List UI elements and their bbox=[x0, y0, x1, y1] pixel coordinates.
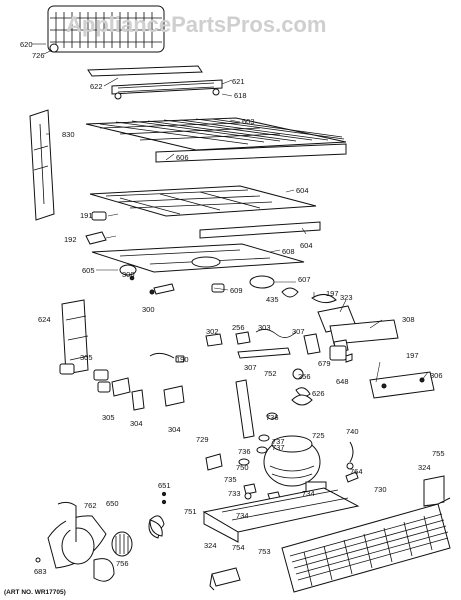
callout-label: 752 bbox=[264, 369, 277, 378]
condenser-coil bbox=[281, 503, 451, 593]
relay-blocks bbox=[59, 363, 185, 411]
callout-label: 735 bbox=[224, 475, 237, 484]
callout-label: 725 bbox=[312, 431, 325, 440]
cord-clip bbox=[291, 394, 313, 406]
callout-label: 679 bbox=[318, 359, 331, 368]
watermark: AppliancePartsPros.com bbox=[66, 12, 326, 37]
callout-label: 435 bbox=[266, 295, 279, 304]
art-number: (ART NO. WR17705) bbox=[4, 589, 66, 596]
fan-parts bbox=[249, 275, 337, 304]
callout-label: 648 bbox=[336, 377, 349, 386]
callout-label: 604 bbox=[296, 186, 309, 195]
callout-label: 756 bbox=[116, 559, 129, 568]
callout-label: 620 bbox=[20, 40, 33, 49]
relay-box bbox=[205, 453, 223, 471]
callout-label: 606 bbox=[176, 153, 189, 162]
drain-trough bbox=[119, 264, 137, 276]
callout-label: 307 bbox=[244, 363, 257, 372]
side-duct bbox=[29, 109, 55, 221]
callout-label: 324 bbox=[418, 463, 431, 472]
leveling-bracket-left bbox=[209, 567, 241, 591]
callout-label: 304 bbox=[130, 419, 143, 428]
callout-label: 740 bbox=[346, 427, 359, 436]
callout-label: 191 bbox=[80, 211, 93, 220]
callout-label: 302 bbox=[206, 327, 219, 336]
callouts: 620 726 622 621 618 603 830 606 604 191 … bbox=[20, 40, 445, 576]
callout-label: 830 bbox=[62, 130, 75, 139]
callout-label: 755 bbox=[432, 449, 445, 458]
callout-label: 751 bbox=[184, 507, 197, 516]
control-housing bbox=[317, 305, 435, 399]
leveling-bracket-right bbox=[423, 475, 451, 507]
callout-label: 605 bbox=[82, 266, 95, 275]
callout-label: 604 bbox=[300, 241, 313, 250]
callout-label: 305 bbox=[80, 353, 93, 362]
callout-label: 304 bbox=[168, 425, 181, 434]
condenser-fan-motor bbox=[35, 491, 167, 582]
machine-compartment-base bbox=[202, 487, 360, 543]
callout-label: 730 bbox=[374, 485, 387, 494]
callout-label: 197 bbox=[326, 289, 339, 298]
callout-label: 750 bbox=[236, 463, 249, 472]
defrost-timer bbox=[329, 345, 353, 363]
callout-label: 256 bbox=[232, 323, 245, 332]
callout-label: 624 bbox=[38, 315, 51, 324]
callout-label: 650 bbox=[106, 499, 119, 508]
callout-label: 323 bbox=[340, 293, 353, 302]
callout-label: 754 bbox=[232, 543, 245, 552]
callout-label: 308 bbox=[402, 315, 415, 324]
callout-label: 753 bbox=[258, 547, 271, 556]
callout-label: 737 bbox=[272, 437, 285, 446]
access-cover bbox=[61, 299, 89, 375]
callout-label: 736 bbox=[238, 447, 251, 456]
callout-label: 307 bbox=[292, 327, 305, 336]
callout-label: 651 bbox=[158, 481, 171, 490]
callout-label: 764 bbox=[350, 467, 363, 476]
callout-label: 607 bbox=[298, 275, 311, 284]
callout-label: 734 bbox=[236, 511, 249, 520]
callout-label: 197 bbox=[406, 351, 419, 360]
leader-lines bbox=[32, 43, 429, 383]
callout-label: 609 bbox=[230, 286, 243, 295]
drain-pan bbox=[91, 243, 305, 273]
callout-label: 618 bbox=[234, 91, 247, 100]
callout-label: 726 bbox=[32, 51, 45, 60]
callout-label: 608 bbox=[282, 247, 295, 256]
callout-label: 192 bbox=[64, 235, 77, 244]
callout-label: 736 bbox=[266, 413, 279, 422]
callout-label: 737 bbox=[272, 443, 285, 452]
callout-label: 729 bbox=[196, 435, 209, 444]
compressor bbox=[263, 435, 327, 493]
electrical-components bbox=[149, 329, 349, 363]
thermostat-bracket bbox=[85, 211, 107, 245]
callout-label: 734 bbox=[302, 489, 315, 498]
callout-label: 306 bbox=[430, 371, 443, 380]
callout-label: 324 bbox=[204, 541, 217, 550]
callout-label: 300 bbox=[142, 305, 155, 314]
callout-label: 305 bbox=[102, 413, 115, 422]
tubing-parts bbox=[345, 441, 359, 483]
callout-label: 762 bbox=[84, 501, 97, 510]
compressor-bracket bbox=[235, 368, 311, 439]
callout-label: 303 bbox=[258, 323, 271, 332]
callout-label: 683 bbox=[34, 567, 47, 576]
compressor-hardware bbox=[243, 483, 281, 501]
shelf-grid bbox=[85, 117, 347, 163]
callout-label: 622 bbox=[90, 82, 103, 91]
callout-label: 626 bbox=[312, 389, 325, 398]
callout-label: 733 bbox=[228, 489, 241, 498]
callout-label: 603 bbox=[242, 117, 255, 126]
callout-label: 256 bbox=[298, 372, 311, 381]
clips bbox=[129, 275, 225, 295]
callout-label: 300 bbox=[122, 270, 135, 279]
evaporator-frame bbox=[89, 185, 321, 239]
grommets bbox=[238, 412, 278, 466]
callout-label: 621 bbox=[232, 77, 245, 86]
heater-rod-assembly bbox=[87, 65, 223, 100]
callout-label: 190 bbox=[176, 355, 189, 364]
